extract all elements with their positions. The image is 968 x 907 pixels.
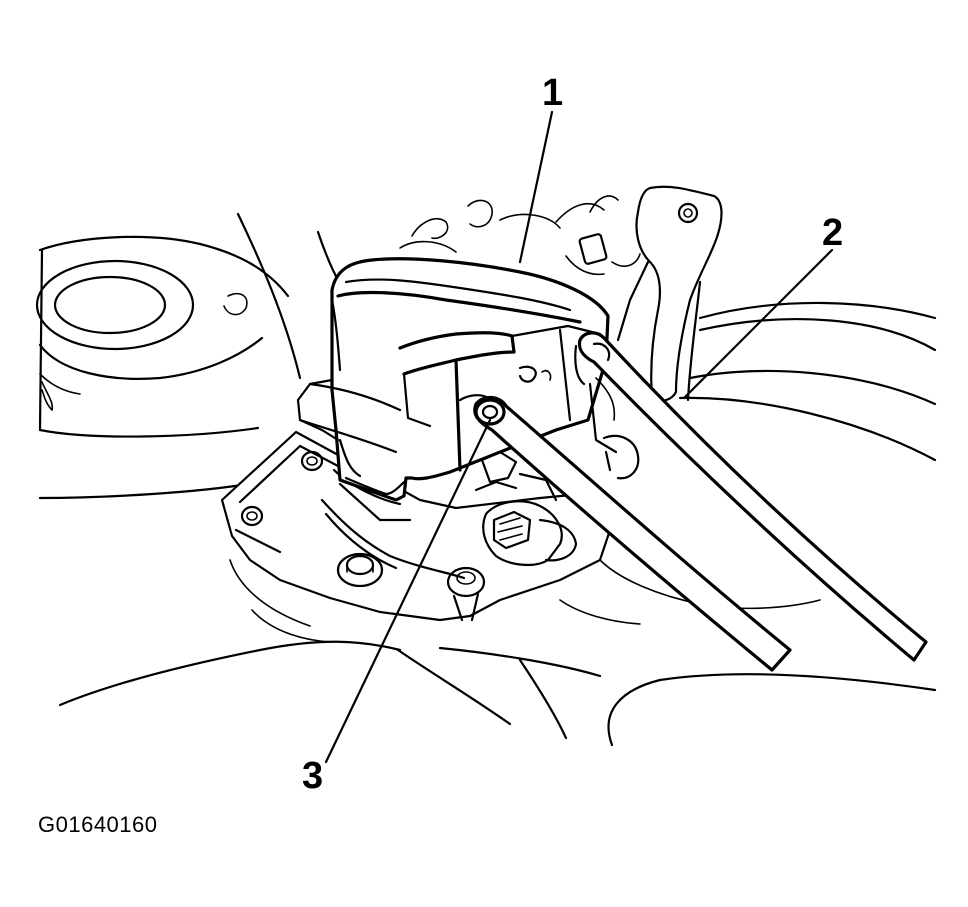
callout-number-1: 1 xyxy=(542,72,564,114)
leader-line-3 xyxy=(324,418,492,764)
wiring-connector xyxy=(474,450,578,566)
callout-leaders xyxy=(324,110,834,764)
callout-number-3: 3 xyxy=(302,755,324,797)
lower-hose xyxy=(458,394,792,672)
callout-number-2: 2 xyxy=(822,212,844,254)
upper-hose xyxy=(574,331,928,662)
leader-line-1 xyxy=(518,110,554,264)
leader-line-2 xyxy=(682,248,834,400)
engine-bay-background xyxy=(58,301,937,747)
module-base-plate xyxy=(220,430,614,622)
strut-tower xyxy=(35,212,302,500)
figure-id-label: G01640160 xyxy=(38,812,158,837)
mounting-bracket xyxy=(616,185,723,402)
control-module xyxy=(296,257,610,502)
